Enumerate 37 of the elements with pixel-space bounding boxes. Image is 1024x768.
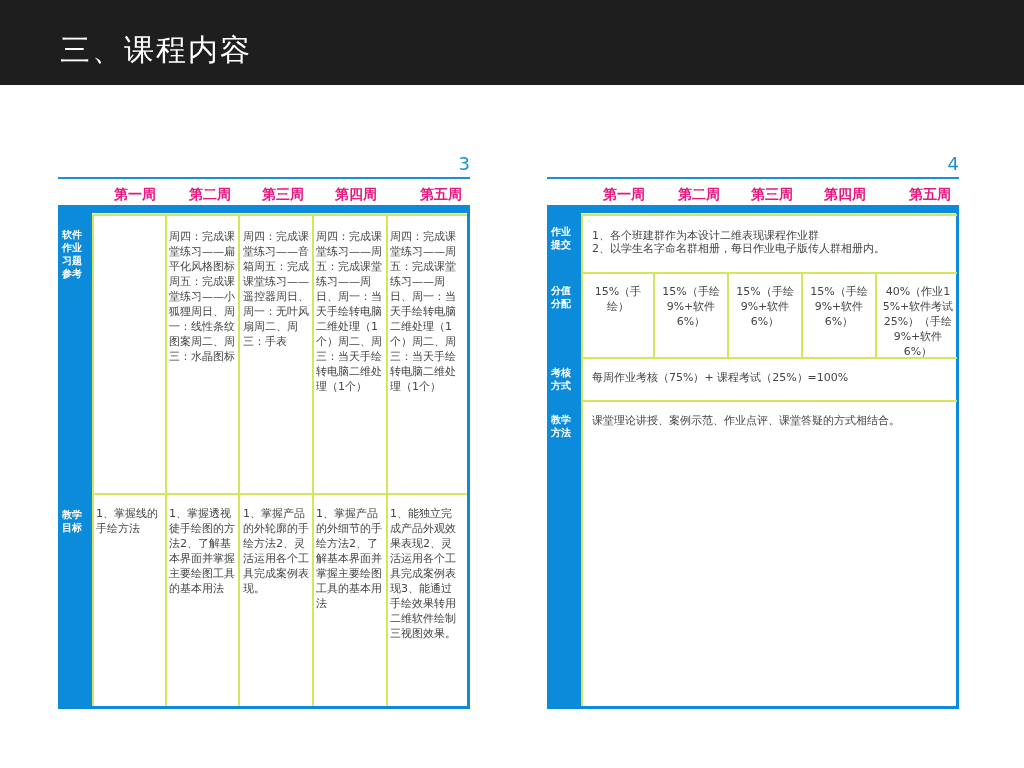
row-header: 教学方法 <box>551 413 572 439</box>
row-header: 考核方式 <box>551 366 572 392</box>
cell-text: 40%（作业15%+软件考试25%）（手绘9%+软件6%） <box>882 284 954 359</box>
cell-text: 1、掌握产品的外轮廓的手绘方法2、灵活运用各个工具完成案例表现。 <box>243 506 310 596</box>
page-number: 3 <box>457 154 470 174</box>
cell-text: 2、以学生名字命名群相册，每日作业电子版传人群相册内。 <box>592 241 886 256</box>
cell-text: 周四：完成课堂练习——周五：完成课堂练习——周日、周一：当天手绘转电脑二维处理（1个）周二、周三：当天手绘转电脑二维处理（1个） <box>316 229 383 394</box>
week-header: 第一周 <box>113 185 157 203</box>
week-header: 第五周 <box>419 185 463 203</box>
cell-text: 周四：完成课堂练习——周五：完成课堂练习——周日、周一：当天手绘转电脑二维处理（1个）周二、周三：当天手绘转电脑二维处理（1个） <box>390 229 457 394</box>
week-header: 第二周 <box>677 185 721 203</box>
cell-text: 1、掌握透视徒手绘图的方法2、了解基本界面并掌握主要绘图工具的基本用法 <box>169 506 236 596</box>
cell-text: 每周作业考核（75%）+ 课程考试（25%）=100% <box>592 370 850 385</box>
cell-text: 1、掌握产品的外细节的手绘方法2、了解基本界面并掌握主要绘图工具的基本用法 <box>316 506 383 611</box>
cell-text: 课堂理论讲授、案例示范、作业点评、课堂答疑的方式相结合。 <box>592 413 901 428</box>
week-header: 第三周 <box>750 185 794 203</box>
cell-text: 15%（手绘9%+软件6%） <box>661 284 721 329</box>
row-header: 软件作业习题参考 <box>62 228 83 280</box>
cell-text: 1、掌握线的手绘方法 <box>96 506 159 536</box>
week-header: 第三周 <box>261 185 305 203</box>
cell-text: 周四：完成课堂练习——扁平化风格图标周五：完成课堂练习——小狐狸周日、周一：线性条纹图案周二、周三：水晶图标 <box>169 229 236 364</box>
cell-text: 1、各个班建群作为本设计二维表现课程作业群 <box>592 228 820 243</box>
page-number: 4 <box>946 154 959 174</box>
week-header: 第二周 <box>188 185 232 203</box>
page-title: 三、课程内容 <box>60 32 252 68</box>
cell-text: 周四：完成课堂练习——音箱周五：完成课堂练习——遥控器周日、周一：无叶风扇周二、周三：手表 <box>243 229 310 349</box>
week-header: 第五周 <box>908 185 952 203</box>
row-header: 分值分配 <box>551 284 572 310</box>
row-header: 作业提交 <box>551 225 572 251</box>
week-header: 第一周 <box>602 185 646 203</box>
cell-text: 15%（手绘） <box>593 284 643 314</box>
cell-text: 15%（手绘9%+软件6%） <box>735 284 795 329</box>
cell-text: 1、能独立完成产品外观效果表现2、灵活运用各个工具完成案例表现3、能通过手绘效果转用二维软件绘制三视图效果。 <box>390 506 457 641</box>
week-header: 第四周 <box>823 185 867 203</box>
cell-text: 15%（手绘9%+软件6%） <box>809 284 869 329</box>
week-header: 第四周 <box>334 185 378 203</box>
row-header: 教学目标 <box>62 508 83 534</box>
